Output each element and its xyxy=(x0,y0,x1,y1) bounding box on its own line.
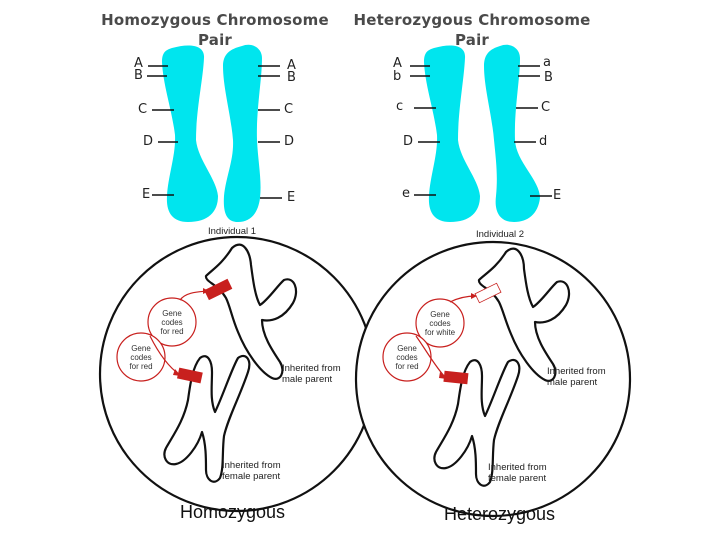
homozygous-left-allele-4: D xyxy=(143,134,154,149)
individual1-upper-arrowhead xyxy=(203,288,209,294)
individual2-lower-bubble xyxy=(382,332,432,382)
homozygous-left-allele-5: E xyxy=(142,187,151,202)
individual2-cell xyxy=(354,240,632,518)
individual1-upper-chromosome xyxy=(204,243,298,380)
heterozygous-left-allele-3: c xyxy=(396,99,404,114)
heterozygous-chromosome-pair xyxy=(410,44,552,223)
individual1-red-gene-lower xyxy=(177,367,203,384)
individual2-lower-pointer xyxy=(415,335,447,379)
heterozygous-right-allele-1: a xyxy=(543,55,551,70)
individual2-red-gene-lower xyxy=(443,370,469,385)
individual1-lower-bubble-text: Gene codes for red xyxy=(129,344,153,371)
heterozygous-pair-title: Heterozygous Chromosome Pair xyxy=(353,11,591,49)
homozygous-right-allele-5: E xyxy=(287,190,296,205)
homozygous-pair-title: Homozygous Chromosome Pair xyxy=(101,11,329,49)
homozygous-right-allele-3: C xyxy=(284,102,294,117)
heterozygous-left-markers xyxy=(410,65,440,196)
homozygous-chromosome-pair xyxy=(147,44,282,223)
homozygous-right-allele-4: D xyxy=(284,134,295,149)
homozygous-right-markers xyxy=(258,65,282,199)
individual2-upper-bubble-text: Gene codes for white xyxy=(424,310,456,337)
homozygous-left-allele-2: B xyxy=(134,68,143,83)
homozygous-left-allele-1: A xyxy=(134,56,143,71)
heterozygous-left-allele-1: A xyxy=(393,56,402,71)
heterozygous-right-allele-5: E xyxy=(553,188,562,203)
individual1-female-parent-label: Inherited from female parent xyxy=(222,460,281,482)
individual1-label: Individual 1 xyxy=(208,226,257,237)
individual1-lower-arrowhead xyxy=(173,369,181,376)
homozygous-right-allele-1: A xyxy=(287,58,296,73)
homozygous-right-allele-2: B xyxy=(287,70,296,85)
individual2-male-parent-label: Inherited from male parent xyxy=(547,366,606,388)
homozygous-left-allele-3: C xyxy=(138,102,148,117)
heterozygous-left-chromatid xyxy=(424,45,480,222)
heterozygous-caption: Heterozygous xyxy=(444,504,556,524)
individual2-lower-arrowhead xyxy=(439,372,447,379)
heterozygous-left-allele-4: D xyxy=(403,134,414,149)
individual2-upper-bubble xyxy=(415,298,465,348)
individual2-upper-arrowhead xyxy=(471,293,477,299)
individual1-upper-bubble-text: Gene codes for red xyxy=(160,309,184,336)
heterozygous-right-allele-4: d xyxy=(539,134,548,149)
heterozygous-left-allele-5: e xyxy=(402,186,410,201)
individual1-red-gene-upper xyxy=(204,278,233,301)
homozygous-left-markers xyxy=(147,65,178,196)
homozygous-left-chromatid xyxy=(162,45,218,222)
individual2-label: Individual 2 xyxy=(476,229,525,240)
homozygous-right-chromatid xyxy=(223,44,262,223)
individual2-lower-bubble-text: Gene codes for red xyxy=(395,344,419,371)
individual1-upper-bubble xyxy=(147,297,197,347)
individual2-white-gene-upper xyxy=(474,282,502,304)
heterozygous-right-markers xyxy=(514,65,552,197)
heterozygous-right-allele-2: B xyxy=(544,70,553,85)
heterozygous-right-allele-3: C xyxy=(541,100,551,115)
individual1-male-parent-label: Inherited from male parent xyxy=(282,363,341,385)
individual1-lower-chromosome xyxy=(163,354,251,483)
individual2-upper-chromosome xyxy=(477,247,571,382)
individual2-female-parent-label: Inherited from female parent xyxy=(488,462,547,484)
homozygous-caption: Homozygous xyxy=(180,502,286,522)
heterozygous-left-allele-2: b xyxy=(393,69,402,84)
individual2-lower-chromosome xyxy=(433,358,521,487)
heterozygous-right-chromatid xyxy=(484,44,540,223)
individual1-lower-bubble xyxy=(116,332,166,382)
